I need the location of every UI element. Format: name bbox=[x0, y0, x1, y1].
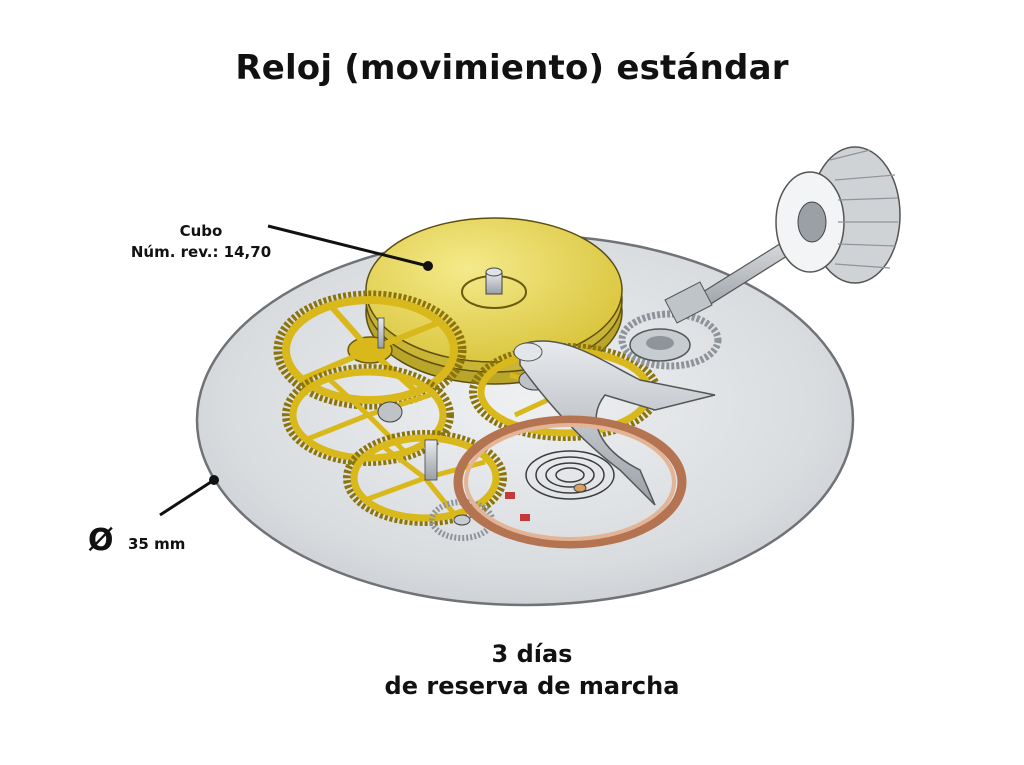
ratchet-wheel bbox=[618, 310, 722, 370]
diameter-value: 35 mm bbox=[128, 535, 186, 553]
power-reserve-description: de reserva de marcha bbox=[384, 672, 680, 700]
page-title: Reloj (movimiento) estándar bbox=[235, 48, 789, 88]
power-reserve-label: 3 días de reserva de marcha bbox=[300, 638, 764, 702]
steel-bridge bbox=[513, 340, 716, 506]
hub-callout: Cubo Núm. rev.: 14,70 bbox=[112, 221, 290, 263]
crown bbox=[775, 146, 901, 284]
hub-callout-name: Cubo bbox=[179, 222, 223, 240]
balance-wheel bbox=[453, 415, 687, 549]
diameter-leader-dot bbox=[209, 475, 219, 485]
hub-leader-dot bbox=[423, 261, 433, 271]
hub-leader-line bbox=[267, 224, 429, 268]
wheel-fourth bbox=[343, 430, 507, 526]
power-reserve-days: 3 días bbox=[491, 640, 573, 668]
diameter-symbol: Ø bbox=[88, 523, 114, 558]
wheel-third bbox=[282, 364, 454, 466]
hub-callout-revs: Núm. rev.: 14,70 bbox=[130, 243, 272, 261]
diameter-leader-line bbox=[159, 478, 215, 517]
